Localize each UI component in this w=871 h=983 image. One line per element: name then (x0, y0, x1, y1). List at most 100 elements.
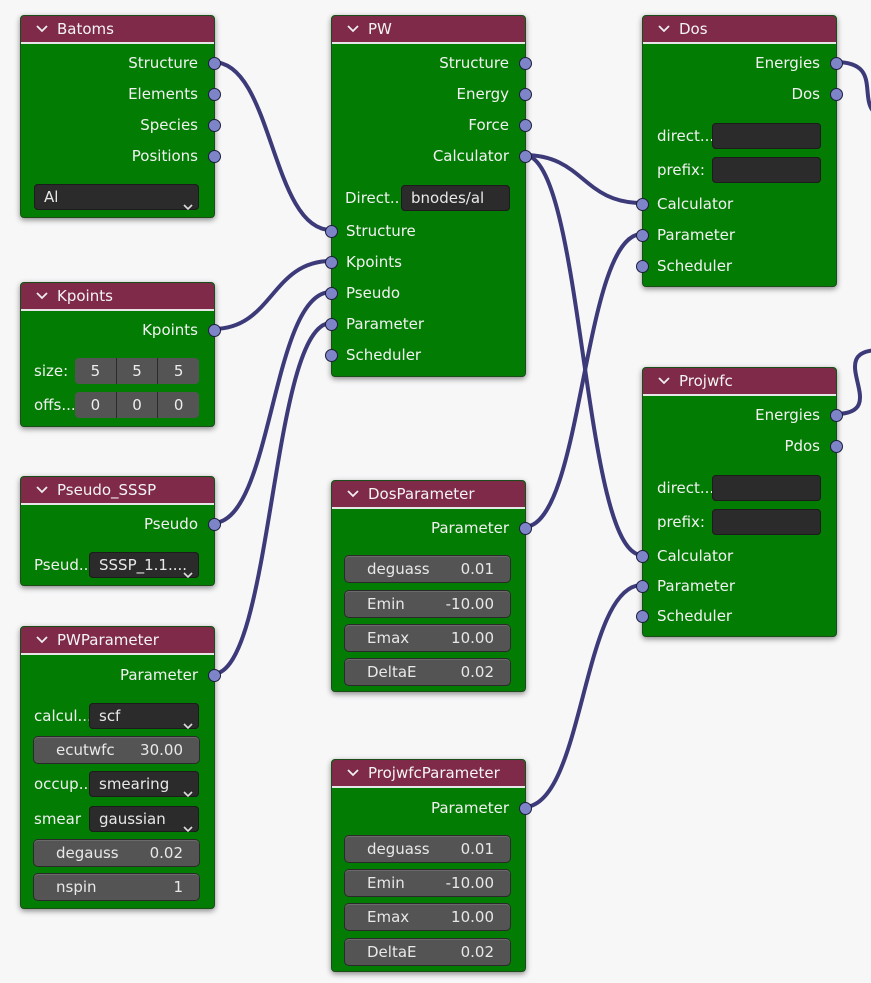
socket-parameter-out[interactable] (519, 802, 532, 815)
directory-input[interactable]: bnodes/al (401, 185, 510, 211)
node-header[interactable]: Projwfc (643, 368, 836, 396)
node-header[interactable]: PWParameter (21, 627, 214, 655)
output-positions: Positions (21, 145, 221, 167)
socket-species-out[interactable] (208, 119, 221, 132)
socket-energy-out[interactable] (519, 88, 532, 101)
calculation-select[interactable]: scf (89, 703, 199, 730)
chevron-down-icon[interactable] (657, 24, 672, 34)
socket-pdos-out[interactable] (830, 440, 843, 453)
chevron-down-icon[interactable] (346, 24, 361, 34)
emin-field[interactable]: Emin-10.00 (345, 870, 510, 896)
output-parameter: Parameter (21, 664, 221, 686)
link-batoms-structure[interactable] (211, 60, 333, 232)
pseudo-select[interactable]: SSSP_1.1.... (89, 552, 199, 579)
socket-elements-out[interactable] (208, 88, 221, 101)
chevron-down-icon[interactable] (346, 768, 361, 778)
socket-pseudo-out[interactable] (208, 518, 221, 531)
socket-parameter-out[interactable] (208, 669, 221, 682)
node-kpoints[interactable]: Kpoints Kpoints size: 5 5 5 offs... 0 0 … (20, 282, 221, 427)
socket-force-out[interactable] (519, 119, 532, 132)
node-pwparameter[interactable]: PWParameter Parameter calcul... scf ecut… (20, 626, 221, 909)
directory-label: Direct... (345, 189, 405, 207)
link-pwparameter-parameter[interactable] (211, 321, 333, 676)
socket-calculator-in[interactable] (636, 550, 649, 563)
link-dosparameter-parameter[interactable] (522, 232, 644, 529)
node-header[interactable]: Pseudo_SSSP (21, 477, 214, 505)
nspin-field[interactable]: nspin 1 (34, 874, 199, 900)
occupations-select[interactable]: smearing (89, 771, 199, 798)
link-pw-calculator[interactable] (522, 153, 644, 205)
node-header[interactable]: DosParameter (332, 481, 525, 509)
socket-positions-out[interactable] (208, 150, 221, 163)
socket-calculator-in[interactable] (636, 198, 649, 211)
size-y-field[interactable]: 5 (116, 358, 159, 384)
output-dos: Dos (643, 83, 843, 105)
chevron-down-icon[interactable] (35, 291, 50, 301)
link-pseudo-pseudo[interactable] (211, 290, 333, 525)
offset-y-field[interactable]: 0 (116, 392, 159, 418)
ecutwfc-field[interactable]: ecutwfc 30.00 (34, 737, 199, 763)
node-batoms[interactable]: Batoms Structure Elements Species Positi… (20, 15, 221, 218)
socket-kpoints-in[interactable] (325, 256, 338, 269)
socket-parameter-in[interactable] (325, 318, 338, 331)
offset-x-field[interactable]: 0 (75, 392, 117, 418)
socket-calculator-out[interactable] (519, 150, 532, 163)
socket-scheduler-in[interactable] (636, 260, 649, 273)
node-header[interactable]: ProjwfcParameter (332, 760, 525, 788)
node-dos[interactable]: Dos Energies Dos direct... prefix: Calcu… (636, 15, 843, 287)
socket-kpoints-out[interactable] (208, 324, 221, 337)
socket-parameter-out[interactable] (519, 522, 532, 535)
output-structure: Structure (21, 52, 221, 74)
link-kpoints-kpoints[interactable] (211, 259, 333, 331)
socket-scheduler-in[interactable] (636, 610, 649, 623)
socket-dos-out[interactable] (830, 88, 843, 101)
socket-structure-out[interactable] (519, 57, 532, 70)
smearing-select[interactable]: gaussian (89, 806, 199, 833)
socket-energies-out[interactable] (830, 409, 843, 422)
node-title: PW (368, 20, 392, 38)
node-pw[interactable]: PW Structure Energy Force Calculator Dir… (325, 15, 532, 377)
node-header[interactable]: Dos (643, 16, 836, 44)
node-projwfc[interactable]: Projwfc Energies Pdos direct... prefix: … (636, 367, 843, 637)
socket-structure-in[interactable] (325, 225, 338, 238)
node-header[interactable]: Batoms (21, 16, 214, 44)
link-pw-calculator[interactable] (522, 153, 644, 557)
prefix-input[interactable] (712, 509, 821, 535)
output-pdos: Pdos (643, 435, 843, 457)
socket-scheduler-in[interactable] (325, 349, 338, 362)
chevron-down-icon[interactable] (35, 24, 50, 34)
degauss-field[interactable]: degauss 0.02 (34, 840, 199, 866)
chevron-down-icon[interactable] (35, 485, 50, 495)
link-projwfcparameter-parameter[interactable] (522, 583, 644, 809)
node-header[interactable]: Kpoints (21, 283, 214, 311)
offset-z-field[interactable]: 0 (158, 392, 200, 418)
directory-input[interactable] (712, 475, 821, 501)
occupations-label: occup... (34, 775, 94, 793)
chevron-down-icon[interactable] (346, 489, 361, 499)
socket-pseudo-in[interactable] (325, 287, 338, 300)
element-select[interactable]: Al (34, 184, 199, 211)
prefix-input[interactable] (712, 157, 821, 183)
socket-parameter-in[interactable] (636, 229, 649, 242)
size-z-field[interactable]: 5 (158, 358, 200, 384)
chevron-down-icon[interactable] (35, 635, 50, 645)
chevron-down-icon[interactable] (657, 376, 672, 386)
socket-structure-out[interactable] (208, 57, 221, 70)
node-title: DosParameter (368, 485, 475, 503)
size-x-field[interactable]: 5 (75, 358, 117, 384)
emin-field[interactable]: Emin-10.00 (345, 591, 510, 617)
directory-input[interactable] (712, 123, 821, 149)
node-header[interactable]: PW (332, 16, 525, 44)
socket-energies-out[interactable] (830, 57, 843, 70)
socket-parameter-in[interactable] (636, 580, 649, 593)
link-projwfc-energies[interactable] (833, 348, 871, 416)
node-pseudo-sssp[interactable]: Pseudo_SSSP Pseudo Pseud... SSSP_1.1.... (20, 476, 221, 586)
